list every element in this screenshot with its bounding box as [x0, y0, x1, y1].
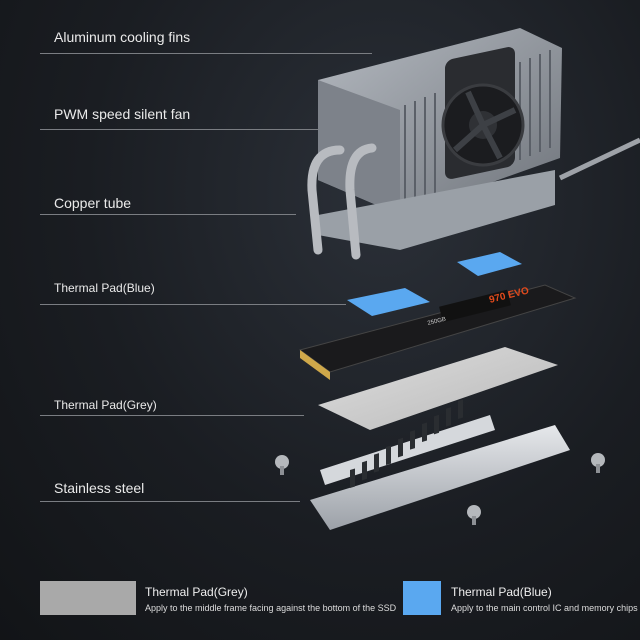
stainless-steel-frame — [310, 399, 570, 530]
callout-rule — [40, 415, 304, 416]
callout-rule — [40, 214, 296, 215]
callout-rule — [40, 501, 300, 502]
ssd: 970 EVO 250GB — [298, 284, 577, 380]
thermal-pad-blue-2 — [347, 288, 430, 316]
legend-swatch-blue — [403, 581, 441, 615]
legend-title-blue: Thermal Pad(Blue) — [451, 585, 552, 599]
callout-stainless-steel: Stainless steel — [54, 480, 145, 496]
callout-fan: PWM speed silent fan — [54, 106, 191, 122]
callout-rule — [40, 129, 420, 130]
screw-right — [591, 453, 605, 473]
screw-bottom — [467, 505, 481, 525]
legend-title-grey: Thermal Pad(Grey) — [145, 585, 248, 599]
callout-aluminum-fins: Aluminum cooling fins — [54, 29, 191, 45]
thermal-pad-blue-1 — [457, 252, 522, 276]
heatsink — [307, 28, 640, 260]
ssd-capacity-label: 250GB — [427, 317, 447, 327]
callout-thermal-pad-blue: Thermal Pad(Blue) — [54, 281, 155, 295]
callout-copper-tube: Copper tube — [54, 195, 132, 211]
legend-desc-grey: Apply to the middle frame facing against… — [145, 603, 397, 613]
screw-left — [275, 455, 289, 475]
legend-swatch-grey — [40, 581, 136, 615]
callout-rule — [40, 53, 372, 54]
callout-rule — [40, 304, 346, 305]
fan — [441, 47, 525, 179]
callout-thermal-pad-grey: Thermal Pad(Grey) — [54, 398, 157, 412]
thermal-pad-grey — [318, 347, 558, 430]
legend-desc-blue: Apply to the main control IC and memory … — [451, 603, 638, 613]
